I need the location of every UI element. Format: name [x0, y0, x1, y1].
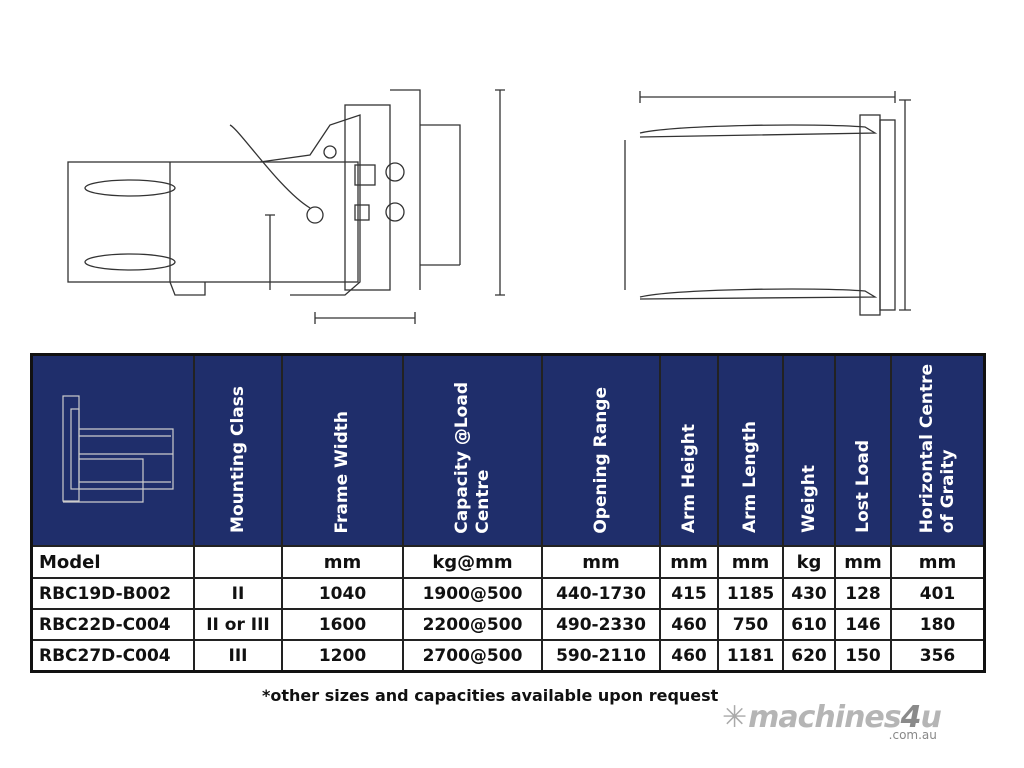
- table-cell: 430: [782, 577, 836, 611]
- header-frame-width: Frame Width: [332, 410, 352, 534]
- table-cell: 750: [717, 608, 784, 642]
- snowflake-icon: ✳: [722, 700, 747, 735]
- table-cell: 180: [890, 608, 986, 642]
- table-cell: 490-2330: [541, 608, 661, 642]
- table-cell: 2200@500: [402, 608, 543, 642]
- header-arm-length: Arm Length: [740, 421, 760, 534]
- table-cell: 128: [834, 577, 892, 611]
- unit-cell: mm: [281, 545, 404, 580]
- model-cell: RBC19D-B002: [30, 577, 195, 611]
- unit-cell: kg@mm: [402, 545, 543, 580]
- model-cell: RBC22D-C004: [30, 608, 195, 642]
- table-cell: 1600: [281, 608, 404, 642]
- header-mounting-class: Mounting Class: [227, 386, 248, 534]
- clamp-thumbnail-icon: [62, 395, 174, 503]
- table-cell: 1185: [717, 577, 784, 611]
- table-cell: 1181: [717, 639, 784, 673]
- unit-cell: mm: [541, 545, 661, 580]
- unit-cell: [193, 545, 283, 580]
- table-cell: II: [193, 577, 283, 611]
- table-cell: 1200: [281, 639, 404, 673]
- table-cell: 460: [659, 608, 719, 642]
- unit-cell: Model: [30, 545, 195, 580]
- units-row: Model mm kg@mm mm mm mm kg mm mm: [30, 545, 986, 580]
- unit-cell: mm: [717, 545, 784, 580]
- availability-note: *other sizes and capacities available up…: [262, 686, 719, 705]
- unit-cell: mm: [890, 545, 986, 580]
- table-row: RBC19D-B002 II 1040 1900@500 440-1730 41…: [30, 577, 986, 611]
- unit-cell: kg: [782, 545, 836, 580]
- table-cell: 590-2110: [541, 639, 661, 673]
- header-lost-load: Lost Load: [852, 440, 873, 534]
- table-cell: II or III: [193, 608, 283, 642]
- table-cell: 150: [834, 639, 892, 673]
- table-cell: 401: [890, 577, 986, 611]
- table-cell: 1900@500: [402, 577, 543, 611]
- table-cell: III: [193, 639, 283, 673]
- table-cell: 620: [782, 639, 836, 673]
- model-cell: RBC27D-C004: [30, 639, 195, 673]
- table-header-row: Mounting Class Frame Width Capacity @Loa…: [30, 353, 986, 548]
- top-view-drawing: [624, 91, 911, 316]
- machines4u-logo: ✳machines4u .com.au: [722, 700, 942, 742]
- table-row: RBC22D-C004 II or III 1600 2200@500 490-…: [30, 608, 986, 642]
- specifications-table: Mounting Class Frame Width Capacity @Loa…: [30, 353, 986, 674]
- header-opening-range: Opening Range: [590, 386, 611, 534]
- table-cell: 1040: [281, 577, 404, 611]
- table-cell: 2700@500: [402, 639, 543, 673]
- table-cell: 610: [782, 608, 836, 642]
- product-thumbnail: [30, 353, 195, 548]
- table-cell: 415: [659, 577, 719, 611]
- side-view-drawing: [67, 89, 505, 324]
- header-weight: Weight: [798, 465, 819, 534]
- unit-cell: mm: [659, 545, 719, 580]
- table-cell: 356: [890, 639, 986, 673]
- unit-cell: mm: [834, 545, 892, 580]
- table-row: RBC27D-C004 III 1200 2700@500 590-2110 4…: [30, 639, 986, 673]
- table-cell: 460: [659, 639, 719, 673]
- table-cell: 146: [834, 608, 892, 642]
- header-arm-height: Arm Height: [678, 424, 699, 534]
- table-cell: 440-1730: [541, 577, 661, 611]
